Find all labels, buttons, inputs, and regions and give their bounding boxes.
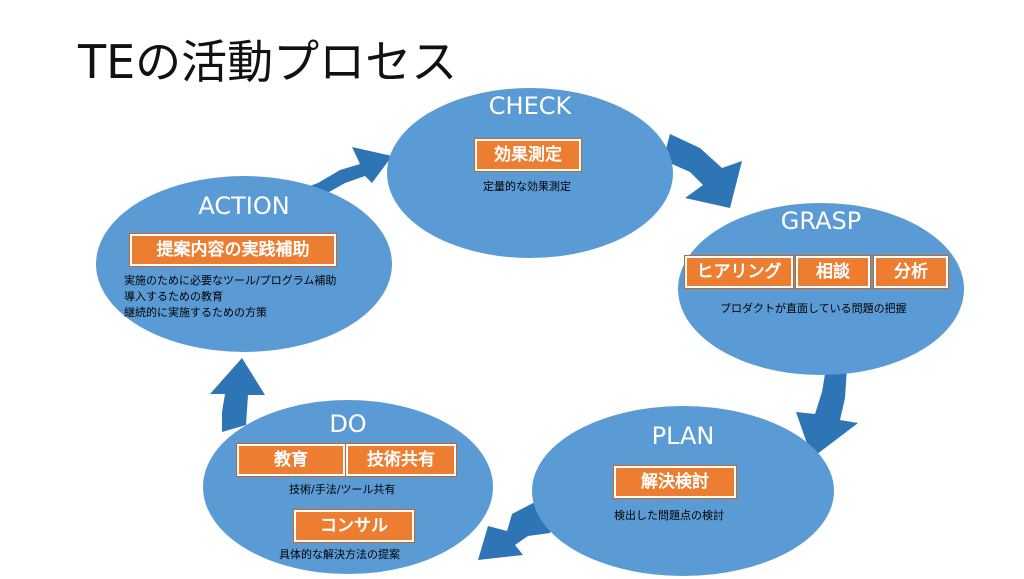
check-description: 定量的な効果測定 xyxy=(483,180,571,193)
tag-education: 教育 xyxy=(237,444,345,476)
tag-consultation: 相談 xyxy=(796,256,870,288)
tag-effect-measurement: 効果測定 xyxy=(475,139,581,171)
tag-tech-sharing: 技術共有 xyxy=(346,444,456,476)
page-title: TEの活動プロセス xyxy=(78,35,458,89)
check-node: CHECK 効果測定 定量的な効果測定 xyxy=(387,88,673,258)
arrow-do-to-action xyxy=(210,358,265,432)
plan-description: 検出した問題点の検討 xyxy=(614,509,724,522)
tag-solution-study: 解決検討 xyxy=(614,466,736,498)
plan-title: PLAN xyxy=(651,422,715,450)
action-title: ACTION xyxy=(198,192,290,220)
do-node: DO 教育 技術共有 技術/手法/ツール共有 コンサル 具体的な解決方法の提案 xyxy=(203,400,493,574)
do-title: DO xyxy=(329,410,367,438)
tag-hearing: ヒアリング xyxy=(685,256,793,288)
arrow-grasp-to-plan xyxy=(796,368,858,458)
tag-analysis: 分析 xyxy=(874,256,948,288)
grasp-title: GRASP xyxy=(780,207,862,235)
tag-consulting: コンサル xyxy=(294,510,414,542)
tag-implementation-support: 提案内容の実践補助 xyxy=(130,234,336,266)
action-description-3: 継続的に実施するための方策 xyxy=(124,306,267,319)
plan-node: PLAN 解決検討 検出した問題点の検討 xyxy=(532,406,834,576)
grasp-node: GRASP ヒアリング 相談 分析 プロダクトが直面している問題の把握 xyxy=(678,203,964,375)
action-description-1: 実施のために必要なツール/プログラム補助 xyxy=(124,274,337,287)
action-description-2: 導入するための教育 xyxy=(124,290,223,303)
do-description-2: 具体的な解決方法の提案 xyxy=(279,548,400,561)
check-title: CHECK xyxy=(488,92,572,120)
action-node: ACTION 提案内容の実践補助 実施のために必要なツール/プログラム補助 導入… xyxy=(96,176,392,352)
do-description-1: 技術/手法/ツール共有 xyxy=(289,483,396,496)
grasp-description: プロダクトが直面している問題の把握 xyxy=(720,302,907,315)
arrow-check-to-grasp xyxy=(663,134,742,208)
